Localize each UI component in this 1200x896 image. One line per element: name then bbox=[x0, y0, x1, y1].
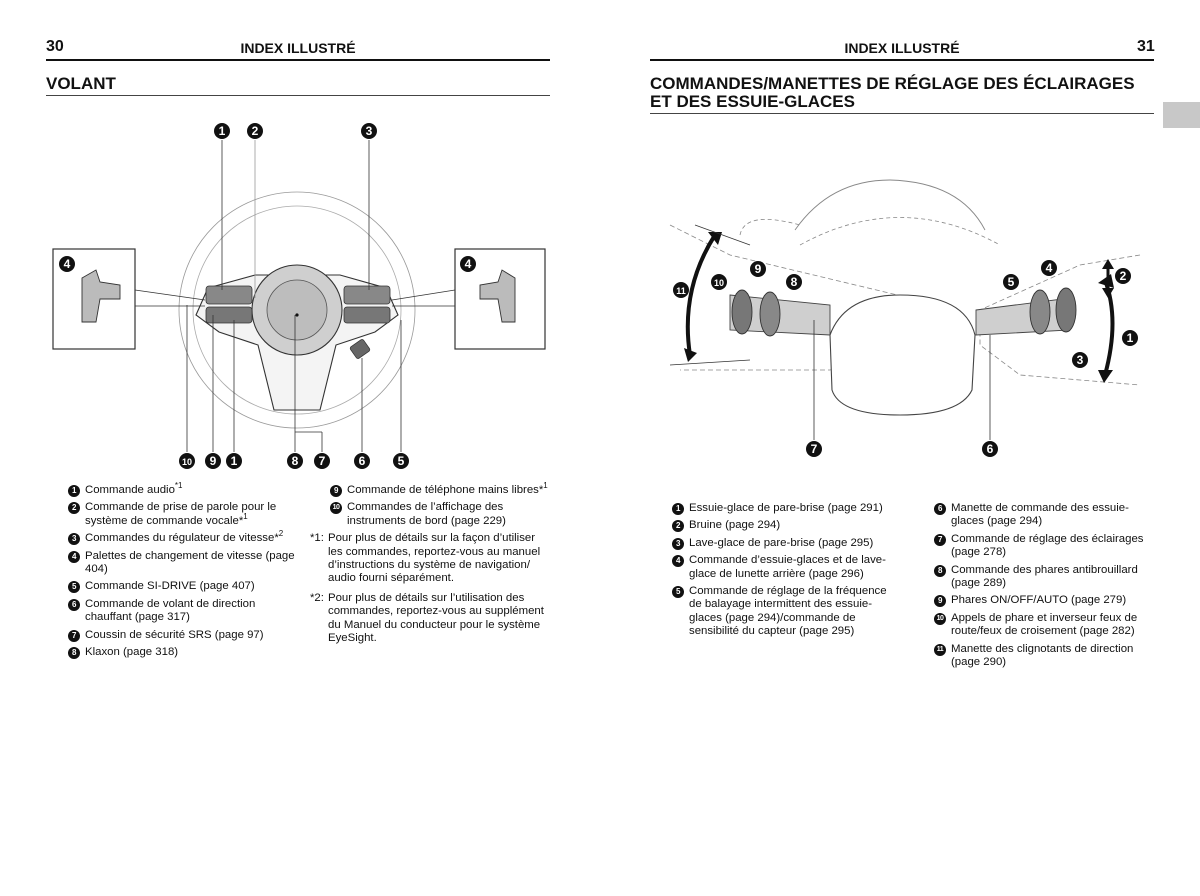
svg-text:5: 5 bbox=[398, 454, 405, 468]
callout-5-bottom: 5 bbox=[393, 453, 409, 469]
callout-4: 4 bbox=[1041, 260, 1057, 276]
svg-text:7: 7 bbox=[811, 442, 818, 456]
svg-text:8: 8 bbox=[791, 275, 798, 289]
callout-6: 6 bbox=[982, 441, 998, 457]
callout-1-bottom: 1 bbox=[226, 453, 242, 469]
left-switch-upper bbox=[205, 285, 253, 305]
callout-10: 10 bbox=[711, 274, 727, 290]
callout-2: 2 bbox=[1115, 268, 1131, 284]
section-title: COMMANDES/MANETTES DE RÉGLAGE DES ÉCLAIR… bbox=[650, 74, 1135, 111]
footnote-1: *1:Pour plus de détails sur la façon d’u… bbox=[310, 532, 541, 585]
wheel-rim-outer bbox=[178, 191, 416, 429]
callout-7-bottom: 7 bbox=[314, 453, 330, 469]
svg-text:6: 6 bbox=[359, 454, 366, 468]
svg-text:1: 1 bbox=[1127, 331, 1134, 345]
svg-text:5: 5 bbox=[1008, 275, 1015, 289]
callout-10-bottom: 10 bbox=[179, 453, 195, 469]
callout-4-right: 4 bbox=[460, 256, 476, 272]
svg-text:3: 3 bbox=[1077, 353, 1084, 367]
callout-8: 8 bbox=[786, 274, 802, 290]
callout-5: 5 bbox=[1003, 274, 1019, 290]
callout-8-bottom: 8 bbox=[287, 453, 303, 469]
svg-text:10: 10 bbox=[182, 457, 192, 467]
callout-9-bottom: 9 bbox=[205, 453, 221, 469]
callout-2-top: 2 bbox=[247, 123, 263, 139]
svg-text:1: 1 bbox=[231, 454, 238, 468]
svg-text:4: 4 bbox=[1046, 261, 1053, 275]
callout-4-left: 4 bbox=[59, 256, 75, 272]
header-rule bbox=[46, 59, 550, 61]
header-rule bbox=[650, 59, 1154, 61]
wheel-rim-inner bbox=[192, 205, 402, 415]
callout-7: 7 bbox=[806, 441, 822, 457]
section-rule bbox=[46, 95, 550, 96]
svg-text:9: 9 bbox=[210, 454, 217, 468]
section-rule bbox=[650, 113, 1154, 114]
page-number: 30 bbox=[46, 38, 64, 55]
right-page: INDEX ILLUSTRÉ 31 COMMANDES/MANETTES DE … bbox=[600, 0, 1200, 896]
left-switch-lower bbox=[205, 306, 253, 324]
svg-text:2: 2 bbox=[1120, 269, 1127, 283]
svg-text:4: 4 bbox=[64, 257, 71, 271]
callout-3-top: 3 bbox=[361, 123, 377, 139]
left-page: 30 INDEX ILLUSTRÉ VOLANT bbox=[46, 38, 552, 663]
callout-1-top: 1 bbox=[214, 123, 230, 139]
callout-3: 3 bbox=[1072, 352, 1088, 368]
callout-6-bottom: 6 bbox=[354, 453, 370, 469]
svg-text:11: 11 bbox=[676, 286, 686, 296]
svg-text:9: 9 bbox=[755, 262, 762, 276]
page-number: 31 bbox=[1137, 38, 1155, 55]
svg-text:3: 3 bbox=[366, 124, 373, 138]
steering-wheel-figure: 1 2 3 4 4 10 9 1 8 7 6 5 bbox=[52, 123, 546, 469]
callout-1: 1 bbox=[1122, 330, 1138, 346]
running-header: INDEX ILLUSTRÉ bbox=[844, 40, 960, 56]
right-switch-lower bbox=[343, 306, 391, 324]
callout-9: 9 bbox=[750, 261, 766, 277]
callout-11: 11 bbox=[673, 282, 689, 298]
svg-text:7: 7 bbox=[319, 454, 326, 468]
svg-text:10: 10 bbox=[714, 278, 724, 288]
svg-text:4: 4 bbox=[465, 257, 472, 271]
footnote-2: *2:Pour plus de détails sur l’utilisatio… bbox=[310, 591, 544, 645]
section-title: VOLANT bbox=[46, 74, 116, 93]
stalks-figure: 11 10 9 8 5 4 2 1 3 7 6 bbox=[669, 179, 1141, 457]
svg-text:2: 2 bbox=[252, 124, 259, 138]
running-header: INDEX ILLUSTRÉ bbox=[240, 40, 356, 56]
chapter-tab bbox=[1163, 102, 1200, 128]
svg-text:8: 8 bbox=[292, 454, 299, 468]
svg-text:1: 1 bbox=[219, 124, 226, 138]
right-switch-upper bbox=[343, 285, 391, 305]
svg-text:6: 6 bbox=[987, 442, 994, 456]
